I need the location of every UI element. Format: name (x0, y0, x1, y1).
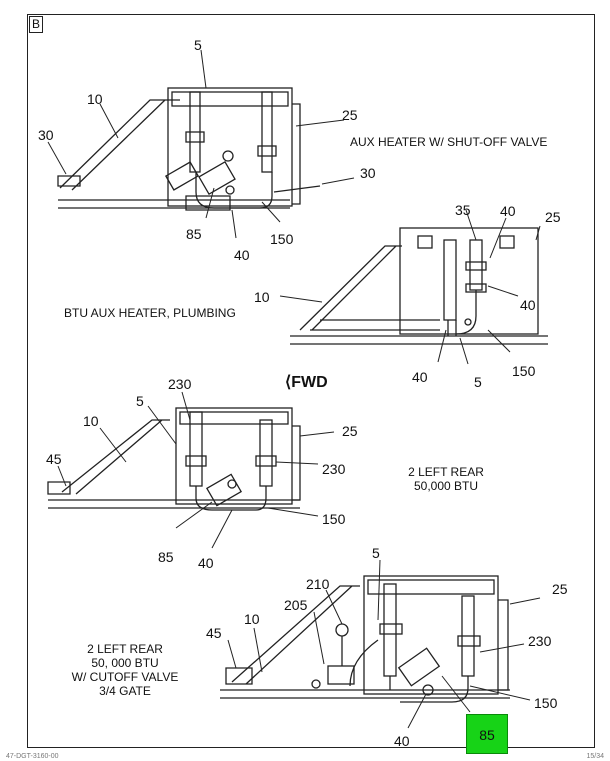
callout-view4-40: 40 (394, 733, 410, 749)
callout-view3-25: 25 (342, 423, 358, 439)
callout-view1-5: 5 (194, 37, 202, 53)
highlighted-callout-85[interactable]: 85 (466, 714, 508, 754)
drawing-frame (27, 14, 595, 748)
callout-view1-150: 150 (270, 231, 294, 247)
callout-view1-10: 10 (87, 91, 103, 107)
view-4-leaders (227, 559, 541, 729)
footer-right: 15/34 (586, 753, 604, 760)
callout-view2-10: 10 (254, 289, 270, 305)
caption-left-rear-2: 2 LEFT REAR 50, 000 BTU W/ CUTOFF VALVE … (71, 642, 179, 698)
callout-view3-10: 10 (83, 413, 99, 429)
view-2-leaders (279, 209, 541, 365)
caption-left-rear-1: 2 LEFT REAR 50,000 BTU (408, 465, 484, 493)
callout-view3-85: 85 (158, 549, 174, 565)
callout-view4-210: 210 (306, 576, 330, 592)
callout-view3-5: 5 (136, 393, 144, 409)
callout-view2-25: 25 (545, 209, 561, 225)
callout-view4-10: 10 (244, 611, 260, 627)
view-2-heater-plumbing (290, 227, 548, 345)
caption-aux-heater: AUX HEATER W/ SHUT-OFF VALVE (350, 135, 548, 149)
forward-indicator: ⟨FWD (285, 374, 328, 391)
view-3-heater-assembly (47, 407, 301, 511)
callout-view4-45: 45 (206, 625, 222, 641)
callout-view1-25: 25 (342, 107, 358, 123)
view-4-heater-assembly (220, 575, 510, 703)
panel-label: B (29, 16, 43, 33)
callout-view1-30: 30 (38, 127, 54, 143)
callout-view4-5: 5 (372, 545, 380, 561)
callout-view3-45: 45 (46, 451, 62, 467)
callout-view2-5: 5 (474, 374, 482, 390)
caption-btu-plumbing: BTU AUX HEATER, PLUMBING (64, 306, 236, 320)
view-3-leaders (57, 391, 335, 549)
callout-view3-150: 150 (322, 511, 346, 527)
callout-view4-205: 205 (284, 597, 308, 613)
callout-view1-85: 85 (186, 226, 202, 242)
callout-view4-150: 150 (534, 695, 558, 711)
callout-view2-40b: 40 (520, 297, 536, 313)
callout-view2-40: 40 (500, 203, 516, 219)
callout-view1-40: 40 (234, 247, 250, 263)
callout-view3-230: 230 (168, 376, 192, 392)
callout-view3-230b: 230 (322, 461, 346, 477)
callout-view2-35: 35 (455, 202, 471, 218)
callout-view2-150: 150 (512, 363, 536, 379)
callout-view1-30b: 30 (360, 165, 376, 181)
callout-view4-230: 230 (528, 633, 552, 649)
footer-left: 47-DGT-3160-00 (6, 753, 59, 760)
view-1-heater-assembly (57, 87, 321, 211)
callout-view3-40: 40 (198, 555, 214, 571)
fwd-label: FWD (291, 374, 328, 391)
callout-view4-25: 25 (552, 581, 568, 597)
callout-view2-40c: 40 (412, 369, 428, 385)
view-1-leaders (47, 49, 355, 239)
